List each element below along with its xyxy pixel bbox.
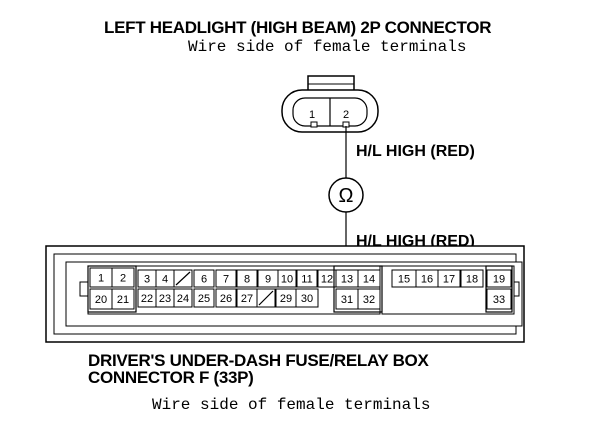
pin-r1-17-cell xyxy=(460,269,484,288)
top-pin-2: 2 xyxy=(343,109,349,121)
pin-r1-8-label: 9 xyxy=(265,274,271,286)
pin-r1-9-label: 10 xyxy=(281,274,293,286)
pin-r1-6-cell xyxy=(215,269,237,288)
pin-r1-16-cell xyxy=(437,269,461,288)
pin-r1-5-cell xyxy=(193,269,215,288)
pin-r1-17-label: 18 xyxy=(466,274,478,286)
pin-r2-9-label: 29 xyxy=(280,293,292,305)
top-connector-title: LEFT HEADLIGHT (HIGH BEAM) 2P CONNECTOR xyxy=(104,18,492,37)
pin-r1-10-label: 11 xyxy=(301,274,312,286)
pin-r1-9-cell xyxy=(277,269,297,288)
pin-r1-3-label: 4 xyxy=(162,274,168,286)
top-connector: 1 2 xyxy=(281,75,379,133)
pin-r1-0-label: 1 xyxy=(98,273,104,285)
bottom-connector-title-line1: DRIVER'S UNDER-DASH FUSE/RELAY BOX xyxy=(88,351,429,370)
pin-block-frame-0 xyxy=(87,265,137,313)
pin-r1-2-label: 3 xyxy=(144,274,150,286)
pin-r1-13-label: 14 xyxy=(363,274,375,286)
pin-r2-8-empty-slash xyxy=(258,290,274,306)
pin-r2-7-label: 27 xyxy=(241,293,253,305)
pin-r2-13-cell xyxy=(486,288,512,310)
pin-r1-10-cell xyxy=(296,269,318,288)
pin-r1-18-label: 19 xyxy=(493,274,505,286)
pin-r1-13-cell xyxy=(357,269,381,288)
pin-r1-6-label: 7 xyxy=(223,274,229,286)
pin-r1-18-cell xyxy=(486,269,512,288)
wire-label-upper: H/L HIGH (RED) xyxy=(356,143,475,160)
ohm-symbol: Ω xyxy=(339,185,354,207)
pin-r2-4-label: 24 xyxy=(177,293,189,305)
pin-r1-12-label: 13 xyxy=(341,274,353,286)
pin-block-frame-1 xyxy=(333,265,383,313)
bottom-connector-subtitle: Wire side of female terminals xyxy=(152,396,431,414)
pin-r1-7-label: 8 xyxy=(244,274,250,286)
pin-r2-0-label: 20 xyxy=(95,294,107,306)
pin-r2-3-label: 23 xyxy=(159,293,171,305)
pin-r2-10-label: 30 xyxy=(301,293,313,305)
pin-r2-1-label: 21 xyxy=(117,294,129,306)
pin-r1-7-cell xyxy=(236,269,258,288)
pin-r1-1-cell xyxy=(111,267,135,288)
pin-r2-13-label: 33 xyxy=(493,294,505,306)
top-pin-1: 1 xyxy=(309,109,315,121)
pin-r2-5-label: 25 xyxy=(198,293,210,305)
pin-block-frame-2 xyxy=(485,265,513,313)
bottom-connector-title-line2: CONNECTOR F (33P) xyxy=(88,368,254,387)
pin-r2-5-cell xyxy=(193,288,215,308)
pin-r1-1-label: 2 xyxy=(120,273,126,285)
top-connector-subtitle: Wire side of female terminals xyxy=(188,38,467,56)
pin-r2-2-label: 22 xyxy=(141,293,153,305)
pin-r2-4-cell xyxy=(173,288,193,308)
pin-r1-16-label: 17 xyxy=(443,274,455,286)
pin-r2-6-cell xyxy=(215,288,237,308)
pin-r1-4-empty-slash xyxy=(175,271,191,286)
pin-r2-12-cell xyxy=(357,288,381,310)
pin-r1-14-label: 15 xyxy=(398,274,410,286)
pin-r2-1-cell xyxy=(111,288,135,310)
pin-r2-6-label: 26 xyxy=(220,293,232,305)
pin-r2-11-label: 31 xyxy=(341,294,353,306)
pin-r1-11-label: 12 xyxy=(321,274,333,286)
pin-r1-5-label: 6 xyxy=(201,274,207,286)
pin-r2-10-cell xyxy=(295,288,319,308)
pin-r2-12-label: 32 xyxy=(363,294,375,306)
pin-r1-15-label: 16 xyxy=(421,274,433,286)
